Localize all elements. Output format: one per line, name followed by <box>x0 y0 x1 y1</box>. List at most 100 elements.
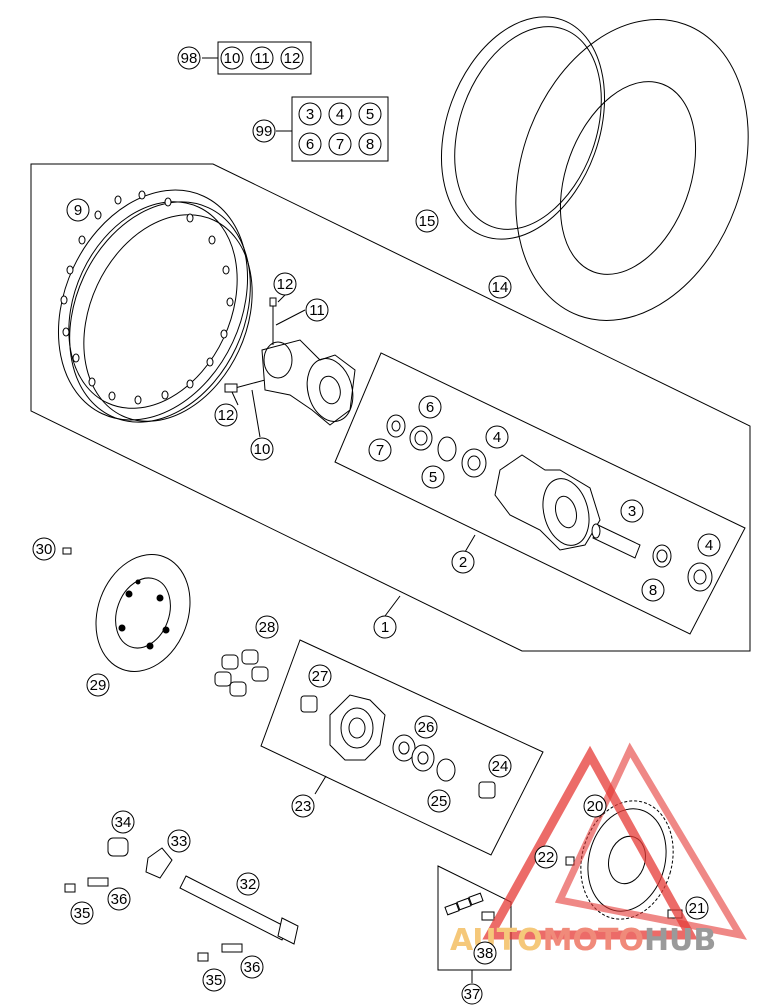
kit-99: 99 3 4 5 6 7 8 <box>252 96 389 162</box>
svg-text:14: 14 <box>492 279 509 296</box>
svg-text:32: 32 <box>240 876 257 893</box>
svg-text:38: 38 <box>477 945 494 962</box>
callout-10[interactable]: 10 <box>250 437 274 461</box>
watermark-triangle-2 <box>554 742 748 940</box>
callout-12[interactable]: 12 <box>273 272 297 296</box>
callout-35[interactable]: 35 <box>202 968 226 992</box>
kit-99-item: 8 <box>366 136 374 153</box>
svg-text:36: 36 <box>111 891 128 908</box>
callout-11[interactable]: 11 <box>305 298 329 322</box>
chain-frame <box>437 865 512 971</box>
svg-text:5: 5 <box>429 469 437 486</box>
callout-36[interactable]: 36 <box>107 887 131 911</box>
callout-26[interactable]: 26 <box>414 715 438 739</box>
callout-27[interactable]: 27 <box>308 664 332 688</box>
callout-6[interactable]: 6 <box>418 395 442 419</box>
callout-12[interactable]: 12 <box>214 403 238 427</box>
callout-4[interactable]: 4 <box>485 425 509 449</box>
svg-text:7: 7 <box>376 442 384 459</box>
kit-99-item: 6 <box>306 136 314 153</box>
callout-33[interactable]: 33 <box>167 829 191 853</box>
hub-assembly-frame <box>334 352 746 635</box>
callout-8[interactable]: 8 <box>641 578 665 602</box>
chain <box>444 892 495 921</box>
callout-30[interactable]: 30 <box>32 537 56 561</box>
damper-hub-frame <box>260 639 544 856</box>
callout-38[interactable]: 38 <box>473 941 497 965</box>
callout-23[interactable]: 23 <box>291 794 315 818</box>
kit-98: 98 10 11 12 <box>177 41 312 75</box>
svg-text:33: 33 <box>171 833 188 850</box>
callout-36[interactable]: 36 <box>240 955 264 979</box>
svg-text:37: 37 <box>464 986 481 1003</box>
svg-text:27: 27 <box>312 668 329 685</box>
kit-98-item: 12 <box>284 50 301 67</box>
svg-text:1: 1 <box>381 619 389 636</box>
callout-32[interactable]: 32 <box>236 872 260 896</box>
dampers <box>214 649 269 697</box>
callout-28[interactable]: 28 <box>255 615 279 639</box>
svg-text:20: 20 <box>587 798 604 815</box>
svg-text:11: 11 <box>309 302 325 319</box>
callout-7[interactable]: 7 <box>368 438 392 462</box>
kit-99-label: 99 <box>256 123 273 140</box>
callouts: 1 2 3 4 4 5 6 7 8 9 10 11 12 12 14 15 20… <box>32 198 721 1005</box>
callout-22[interactable]: 22 <box>534 845 558 869</box>
kit-98-item: 11 <box>254 50 270 67</box>
svg-text:21: 21 <box>689 900 706 917</box>
svg-text:28: 28 <box>259 619 276 636</box>
watermark-part3: HUB <box>644 923 716 958</box>
svg-text:36: 36 <box>244 959 261 976</box>
callout-1[interactable]: 1 <box>373 615 397 639</box>
watermark-triangle <box>482 745 698 940</box>
svg-text:22: 22 <box>538 849 555 866</box>
damper-hub-parts <box>300 694 496 799</box>
svg-text:3: 3 <box>628 503 636 520</box>
rim <box>57 189 253 423</box>
svg-text:10: 10 <box>254 441 271 458</box>
svg-text:26: 26 <box>418 719 435 736</box>
svg-text:25: 25 <box>431 793 448 810</box>
wheel-hub-spokes <box>224 297 356 426</box>
callout-29[interactable]: 29 <box>86 673 110 697</box>
callout-15[interactable]: 15 <box>415 209 439 233</box>
callout-20[interactable]: 20 <box>583 794 607 818</box>
callout-37[interactable]: 37 <box>461 983 483 1005</box>
kit-99-item: 7 <box>336 136 344 153</box>
callout-5[interactable]: 5 <box>421 465 445 489</box>
callout-3[interactable]: 3 <box>620 499 644 523</box>
svg-text:6: 6 <box>426 399 434 416</box>
svg-text:12: 12 <box>277 276 294 293</box>
callout-21[interactable]: 21 <box>685 896 709 920</box>
svg-text:34: 34 <box>115 814 132 831</box>
watermark-logo: AUTOMOTOHUB <box>450 742 748 958</box>
group-frames <box>30 163 751 971</box>
svg-text:12: 12 <box>218 407 235 424</box>
brake-disc <box>62 547 191 672</box>
svg-text:35: 35 <box>74 905 91 922</box>
callout-24[interactable]: 24 <box>488 754 512 778</box>
svg-text:29: 29 <box>90 677 107 694</box>
svg-text:4: 4 <box>493 429 501 446</box>
callout-9[interactable]: 9 <box>66 198 90 222</box>
callout-2[interactable]: 2 <box>451 550 475 574</box>
callout-35[interactable]: 35 <box>70 901 94 925</box>
watermark-text: AUTOMOTOHUB <box>450 923 716 958</box>
kit-98-label: 98 <box>181 50 198 67</box>
svg-text:35: 35 <box>206 972 223 989</box>
callout-25[interactable]: 25 <box>427 789 451 813</box>
svg-text:23: 23 <box>295 798 312 815</box>
axle-parts <box>64 837 299 962</box>
kit-99-item: 3 <box>306 106 314 123</box>
watermark-part2: MOTO <box>543 923 644 958</box>
callout-4[interactable]: 4 <box>697 533 721 557</box>
hub-parts <box>386 414 713 592</box>
callout-34[interactable]: 34 <box>111 810 135 834</box>
svg-text:15: 15 <box>419 213 436 230</box>
tyre <box>440 16 749 321</box>
kit-99-item: 4 <box>336 106 344 123</box>
wheel-assembly-frame <box>30 163 751 652</box>
svg-text:2: 2 <box>459 554 467 571</box>
callout-14[interactable]: 14 <box>488 275 512 299</box>
